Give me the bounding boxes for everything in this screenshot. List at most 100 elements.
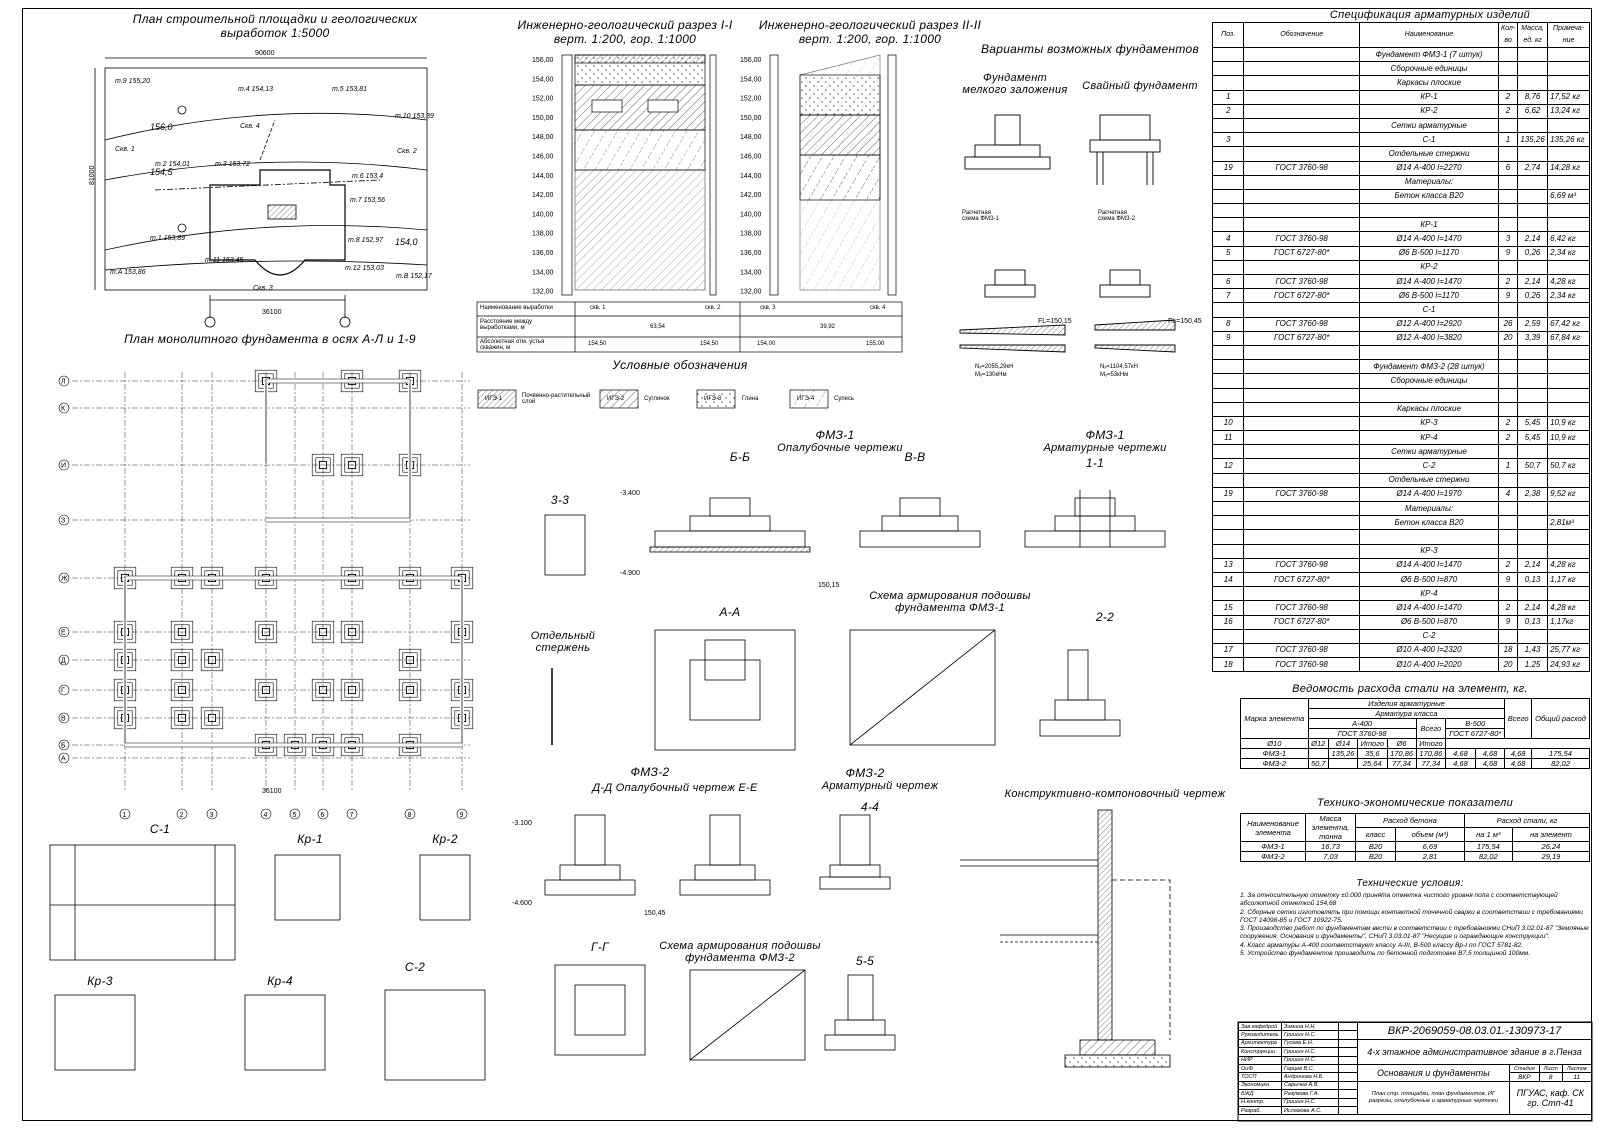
- foundation-block: [174, 682, 190, 698]
- axis-row-label: Б: [61, 743, 66, 750]
- axis-row-marker: [58, 654, 70, 666]
- spec-row: КР-3: [1211, 543, 1590, 559]
- spec-cell: КР-2: [1358, 103, 1499, 119]
- spec-cell: [1547, 628, 1590, 644]
- spec-cell: [1497, 359, 1519, 375]
- elevation-tick: 146,00: [532, 154, 554, 161]
- spec-cell: 2,14: [1517, 600, 1549, 616]
- fmz1-drawings: [544, 490, 1166, 751]
- svg-text:154,5: 154,5: [150, 167, 174, 177]
- spec-cell: КР-2: [1358, 259, 1499, 276]
- tep-cell: 2,81: [1395, 851, 1465, 862]
- spec-cell: [1517, 188, 1549, 205]
- spec-cell: Сборочные единицы: [1358, 373, 1499, 389]
- spec-cell: [1517, 344, 1549, 361]
- cut-55: 5-5: [855, 954, 875, 968]
- spec-row: КР-4: [1211, 586, 1590, 602]
- spec-cell: [1547, 46, 1590, 63]
- spec-cell: ГОСТ 3760-98: [1243, 160, 1360, 176]
- spec-cell: [1547, 146, 1590, 162]
- axis-col-label: 9: [460, 812, 464, 819]
- spec-row: Фундамент ФМЗ-1 (7 штук): [1211, 46, 1590, 63]
- stamp-person: Сарычев А.В.: [1281, 1080, 1339, 1091]
- elevation-tick: 156,00: [740, 57, 762, 64]
- spec-cell: 1: [1497, 458, 1519, 474]
- spec-cell: 0,26: [1517, 245, 1549, 261]
- elevation-tick: 134,00: [532, 269, 554, 276]
- spec-cell: [1243, 401, 1360, 417]
- spec-header: Обозначение: [1243, 22, 1360, 48]
- spec-cell: [1243, 46, 1360, 63]
- spec-cell: 25,77 кг: [1547, 642, 1590, 659]
- steel-h-total-2: Всего: [1504, 698, 1533, 739]
- stamp-role: ТОСП: [1238, 1072, 1282, 1082]
- spec-cell: [1243, 586, 1360, 602]
- spec-cell: 5,45: [1517, 430, 1549, 446]
- steel-cell: 35,6: [1356, 748, 1388, 759]
- steel-h-class: Арматура класса: [1307, 708, 1506, 719]
- axis-col-marker: [404, 808, 416, 820]
- spec-cell: [1211, 61, 1245, 77]
- spec-cell: 3: [1497, 231, 1519, 247]
- spec-cell: Сетки арматурные: [1358, 117, 1499, 134]
- svg-text:m.7 153,56: m.7 153,56: [350, 197, 385, 204]
- spec-cell: [1243, 61, 1360, 77]
- site-plan-title: План строительной площадки и геологическ…: [132, 12, 418, 40]
- spec-cell: 2: [1211, 103, 1245, 119]
- calc-scheme-2: Расчетная схема ФМЗ-2: [1098, 210, 1135, 222]
- stamp-person: Разумова Г.А.: [1281, 1089, 1339, 1099]
- steel-diam: Ø14: [1327, 738, 1358, 749]
- foundation-block: [174, 652, 190, 668]
- spec-cell: ГОСТ 6727-80*: [1243, 571, 1360, 588]
- spec-cell: КР-1: [1358, 217, 1499, 233]
- steel-cell: 4,68: [1504, 748, 1533, 759]
- spec-cell: ГОСТ 6727-80*: [1243, 614, 1360, 630]
- steel-cell: 77,34: [1415, 758, 1447, 769]
- geo-table-r3: Абсолютная отм. устья скважин, м: [480, 339, 545, 351]
- spec-cell: 9: [1497, 245, 1519, 261]
- axis-row-label: А: [61, 756, 66, 763]
- svg-text:m.4 154,13: m.4 154,13: [238, 86, 273, 93]
- spec-cell: 6: [1497, 160, 1519, 176]
- spec-cell: 6,69 м³: [1547, 188, 1590, 205]
- steel-h-b500: В-500: [1445, 718, 1506, 729]
- stamp-person: Гусева Е.Н.: [1281, 1038, 1339, 1049]
- spec-cell: 15: [1211, 600, 1245, 616]
- fmz2-title-2: ФМЗ-2: [845, 766, 885, 780]
- spec-row: [1211, 203, 1590, 219]
- spec-cell: 2: [1497, 273, 1519, 290]
- elevation-tick: 140,00: [532, 211, 554, 218]
- spec-row: Сетки арматурные: [1211, 444, 1590, 460]
- spec-cell: [1517, 586, 1549, 602]
- spec-cell: [1547, 117, 1590, 134]
- tep-h-name: Наименование элемента: [1240, 813, 1306, 842]
- stamp-sign: [1338, 1055, 1358, 1065]
- spec-cell: 24,93 кг: [1547, 657, 1590, 673]
- spec-cell: [1547, 217, 1590, 233]
- spec-cell: [1547, 543, 1590, 559]
- svg-text:m.1 153,89: m.1 153,89: [150, 235, 185, 242]
- spec-cell: С-1: [1358, 132, 1499, 148]
- cut-bb: Б-Б: [729, 450, 751, 464]
- drawing-frame: [22, 8, 1592, 1121]
- load-1-n: Nₓ=2055,29кН: [975, 364, 1014, 370]
- level-b: -4.900: [620, 570, 640, 577]
- spec-cell: Ø6 В-500 l=870: [1358, 571, 1499, 588]
- tep-cell: 26,24: [1511, 841, 1591, 852]
- variants: [959, 114, 1176, 353]
- stamp-sheet_h: Лист: [1538, 1063, 1563, 1074]
- elevation-tick: 152,00: [740, 96, 762, 103]
- axis-col-marker: [119, 808, 131, 820]
- foundation-block: [174, 710, 190, 726]
- spec-cell: [1547, 444, 1590, 460]
- steel-h-sum: Общий расход: [1531, 698, 1590, 739]
- steel-cell: 4,68: [1445, 758, 1476, 769]
- spec-cell: 2: [1497, 89, 1519, 105]
